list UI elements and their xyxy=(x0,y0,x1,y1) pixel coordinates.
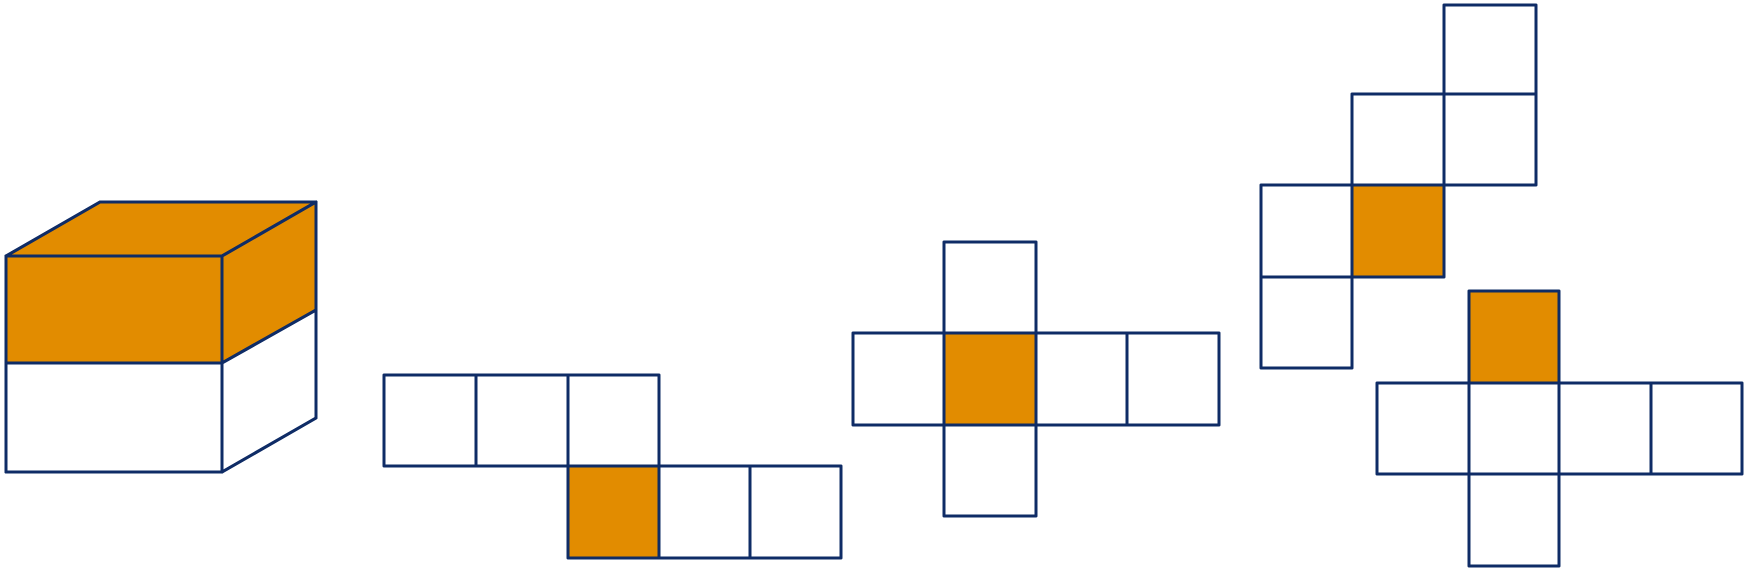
net-d-cell xyxy=(1649,381,1744,476)
net-b-cell xyxy=(851,331,946,427)
net-b-shaded-cell xyxy=(942,331,1038,427)
net-b-cell xyxy=(1125,331,1221,427)
net-b-cell xyxy=(942,240,1038,335)
cuboid-edges xyxy=(4,200,318,474)
net-c-cell xyxy=(1259,275,1354,370)
net-c xyxy=(1259,3,1538,370)
cuboid xyxy=(4,200,318,474)
net-b-cell xyxy=(942,423,1038,518)
net-c-cell xyxy=(1259,183,1354,279)
net-d-cell xyxy=(1467,472,1561,568)
net-a-cell xyxy=(566,373,661,468)
net-d-cell xyxy=(1375,381,1471,476)
net-b-cell xyxy=(1034,331,1129,427)
net-c-cell xyxy=(1350,92,1446,187)
net-a-cell xyxy=(657,464,752,560)
net-d xyxy=(1375,289,1744,568)
net-c-shaded-cell xyxy=(1350,183,1446,279)
net-d-shaded-cell xyxy=(1467,289,1561,385)
net-b xyxy=(851,240,1221,518)
net-a-shaded-cell xyxy=(566,464,661,560)
net-c-cell xyxy=(1442,92,1538,187)
cuboid-front-lower-face xyxy=(4,361,224,474)
net-a-cell xyxy=(474,373,570,468)
net-a-cell xyxy=(748,464,843,560)
net-a xyxy=(382,373,843,560)
cuboid-front-upper-face xyxy=(4,254,224,365)
net-d-cell xyxy=(1467,381,1561,476)
net-a-cell xyxy=(382,373,478,468)
net-c-cell xyxy=(1442,3,1538,96)
net-d-cell xyxy=(1557,381,1653,476)
